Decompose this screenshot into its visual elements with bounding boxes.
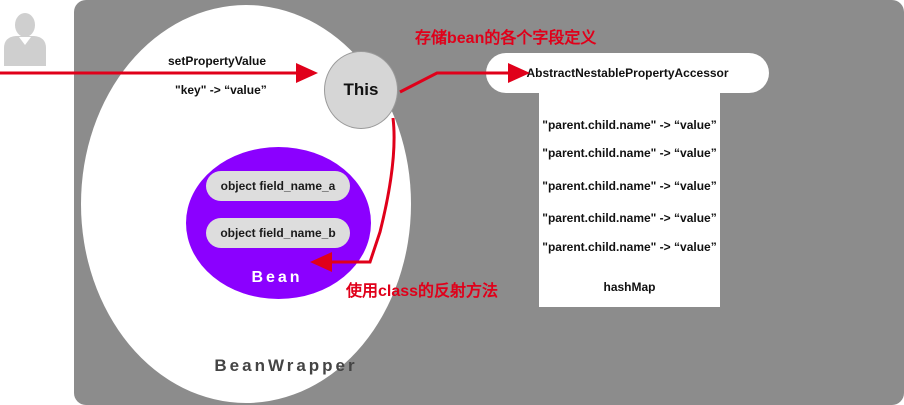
hashmap-entry: "parent.child.name" -> “value” bbox=[542, 179, 717, 193]
field-a-pill: object field_name_a bbox=[206, 171, 350, 201]
this-node: This bbox=[324, 51, 398, 129]
field-b-pill: object field_name_b bbox=[206, 218, 350, 248]
hashmap-entry: "parent.child.name" -> “value” bbox=[542, 240, 717, 254]
hashmap-box: "parent.child.name" -> “value” "parent.c… bbox=[539, 93, 720, 307]
hashmap-entry: "parent.child.name" -> “value” bbox=[542, 118, 717, 132]
user-avatar-icon bbox=[2, 8, 48, 66]
this-label: This bbox=[343, 80, 379, 99]
hashmap-entry: "parent.child.name" -> “value” bbox=[542, 146, 717, 160]
key-value-label: "key" -> “value” bbox=[175, 83, 267, 97]
use-reflection-note: 使用class的反射方法 bbox=[346, 283, 499, 300]
arrow-to-accessor bbox=[399, 63, 530, 94]
bean-label: Bean bbox=[251, 269, 303, 286]
bean-wrapper-label: BeanWrapper bbox=[214, 356, 358, 375]
arrow-to-this bbox=[0, 63, 318, 83]
hashmap-entry: "parent.child.name" -> “value” bbox=[542, 211, 717, 225]
store-fields-note: 存储bean的各个字段定义 bbox=[415, 30, 597, 47]
arrow-to-bean bbox=[310, 117, 396, 272]
set-property-value-label: setPropertyValue bbox=[168, 54, 267, 68]
accessor-label: AbstractNestablePropertyAccessor bbox=[526, 66, 729, 80]
accessor-node: AbstractNestablePropertyAccessor bbox=[486, 53, 769, 93]
hashmap-label: hashMap bbox=[603, 280, 656, 294]
